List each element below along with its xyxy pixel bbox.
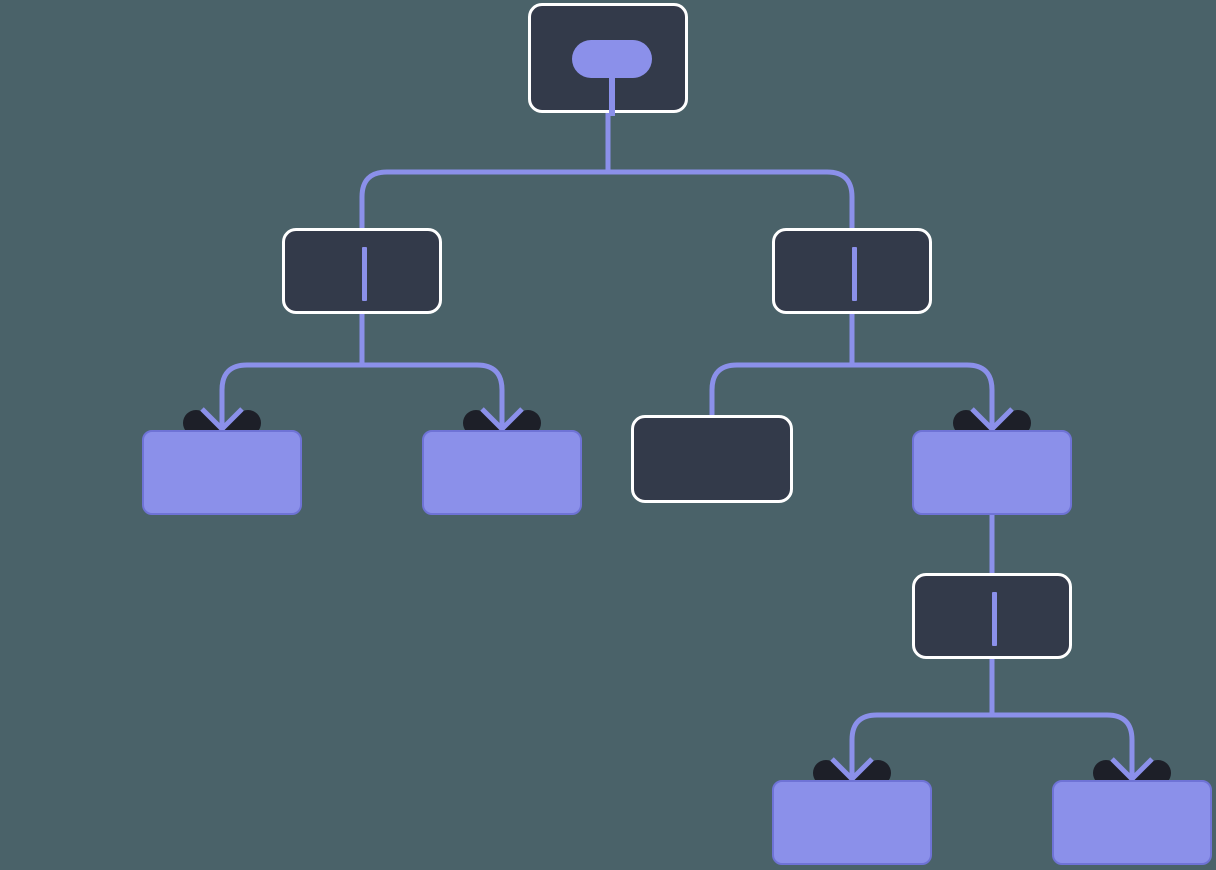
edge-branch-bottom-to-leaf-2: [989, 659, 1135, 782]
tree-node-branch-left[interactable]: [282, 228, 442, 314]
tree-node-leaf-3[interactable]: [772, 780, 932, 865]
edge-tip-chevron: [220, 407, 244, 431]
tree-node-branch-right[interactable]: [772, 228, 932, 314]
tree-node-leaf-4[interactable]: [1052, 780, 1212, 865]
branch-bottom-center-bar: [992, 592, 997, 646]
edge-branch-right-to-dark-leaf: [709, 314, 855, 417]
edge-root-to-branch-left: [359, 113, 611, 228]
tree-node-dark-leaf[interactable]: [631, 415, 793, 503]
edge-branch-left-to-leaf-1: [219, 314, 365, 432]
tree-node-branch-bottom[interactable]: [912, 573, 1072, 659]
edge-tip-chevron: [850, 757, 874, 781]
branch-left-center-bar: [362, 247, 367, 301]
tree-node-accent-branch[interactable]: [912, 430, 1072, 515]
edge-tip-chevron: [1130, 757, 1154, 781]
tree-node-leaf-1[interactable]: [142, 430, 302, 515]
edge-tip-chevron: [990, 407, 1014, 431]
edge-branch-left-to-leaf-2: [359, 314, 505, 432]
root-node-stem-decoration: [609, 66, 615, 116]
edge-branch-right-to-accent-node: [849, 314, 995, 432]
edge-root-to-branch-right: [605, 113, 855, 228]
edge-tip-chevron: [200, 407, 224, 431]
edge-tip-chevron: [480, 407, 504, 431]
branch-right-center-bar: [852, 247, 857, 301]
edge-branch-bottom-to-leaf-1: [849, 659, 995, 782]
edge-tip-chevron: [500, 407, 524, 431]
tree-node-leaf-2[interactable]: [422, 430, 582, 515]
edge-tip-chevron: [830, 757, 854, 781]
tree-node-root[interactable]: [528, 3, 688, 116]
edge-tip-chevron: [970, 407, 994, 431]
edge-tip-chevron: [1110, 757, 1134, 781]
